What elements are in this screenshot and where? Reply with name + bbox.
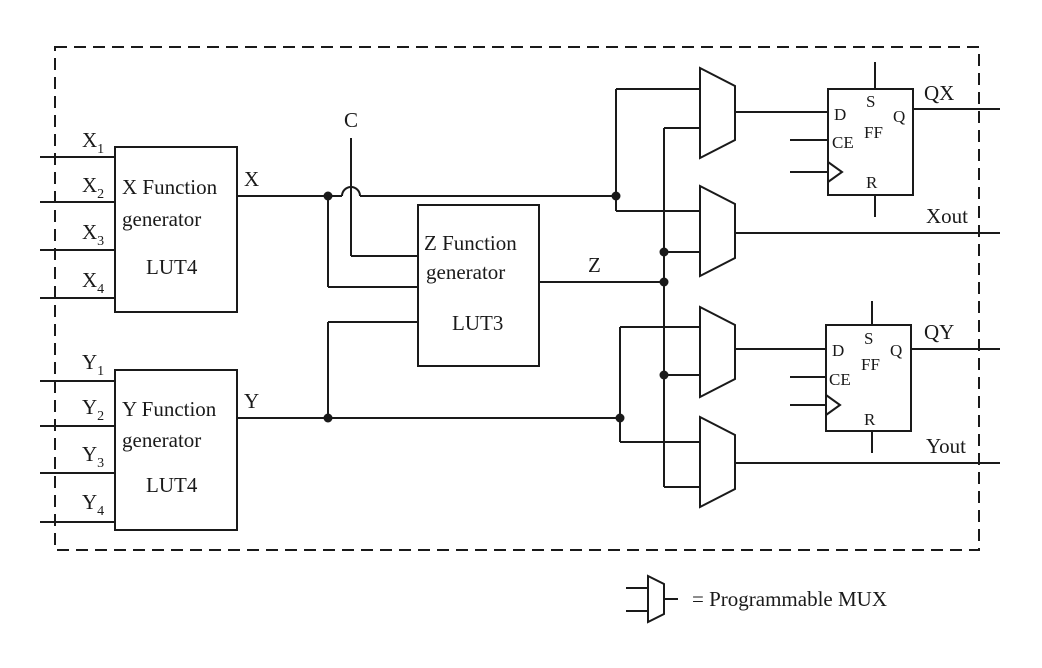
ff-top: D S Q CE FF R — [790, 62, 1000, 217]
ff-bottom-ce: CE — [829, 370, 851, 389]
x4-label: X4 — [82, 268, 104, 297]
z-function-subtitle: generator — [426, 260, 505, 284]
legend: = Programmable MUX — [626, 574, 887, 624]
junction-z-3 — [659, 370, 669, 380]
clb-boundary — [54, 46, 980, 551]
legend-mux-symbol — [647, 574, 665, 624]
junction-x-1 — [323, 191, 333, 201]
ff-top-box — [827, 88, 914, 196]
signal-c-label: C — [344, 108, 358, 132]
y-function-generator: Y Function generator LUT4 — [114, 369, 238, 531]
ff-top-ce: CE — [832, 133, 854, 152]
ff-top-s: S — [866, 92, 875, 111]
y-function-type: LUT4 — [146, 473, 198, 497]
ff-bottom-q: Q — [890, 341, 902, 360]
mux-2 — [699, 184, 736, 278]
signal-y-net: Y — [237, 321, 700, 443]
y-function-title: Y Function — [122, 397, 217, 421]
junction-z-2 — [659, 277, 669, 287]
junction-x-2 — [611, 191, 621, 201]
x-function-box — [114, 146, 238, 313]
output-qy-label: QY — [924, 320, 954, 344]
ff-bottom: D S Q CE FF R — [790, 301, 1000, 453]
z-function-generator: Z Function generator LUT3 — [417, 204, 540, 367]
ff-top-clock-symbol — [827, 161, 844, 183]
y2-label: Y2 — [82, 395, 104, 424]
output-qx-label: QX — [924, 81, 954, 105]
y1-label: Y1 — [82, 350, 104, 379]
signal-y-label: Y — [244, 389, 259, 413]
y3-label: Y3 — [82, 442, 104, 471]
y-function-box — [114, 369, 238, 531]
legend-text: = Programmable MUX — [692, 587, 887, 611]
ff-bottom-r: R — [864, 410, 876, 429]
mux-1 — [699, 66, 736, 160]
output-yout-label: Yout — [926, 434, 966, 458]
y-inputs: Y1 Y2 Y3 Y4 — [40, 350, 115, 523]
junction-y-1 — [323, 413, 333, 423]
y4-label: Y4 — [82, 490, 104, 519]
ff-bottom-clock-symbol — [825, 394, 842, 416]
z-function-type: LUT3 — [452, 311, 503, 335]
junction-z-1 — [659, 247, 669, 257]
x-function-title: X Function — [122, 175, 218, 199]
ff-bottom-ff: FF — [861, 355, 880, 374]
mux-group — [699, 66, 736, 509]
x-function-subtitle: generator — [122, 207, 201, 231]
output-xout-label: Xout — [926, 204, 968, 228]
z-function-box — [417, 204, 540, 367]
y-function-subtitle: generator — [122, 428, 201, 452]
signal-z-label: Z — [588, 253, 601, 277]
signal-z-net: Z — [539, 127, 700, 488]
ff-bottom-s: S — [864, 329, 873, 348]
x-function-generator: X Function generator LUT4 — [114, 146, 238, 313]
ff-top-q: Q — [893, 107, 905, 126]
ff-bottom-d: D — [832, 341, 844, 360]
x-inputs: X1 X2 X3 X4 — [40, 128, 115, 299]
signal-x-label: X — [244, 167, 259, 191]
signal-c-net: C — [344, 108, 418, 257]
junction-y-2 — [615, 413, 625, 423]
x1-label: X1 — [82, 128, 104, 157]
x3-label: X3 — [82, 220, 104, 249]
mux-4 — [699, 415, 736, 509]
z-function-title: Z Function — [424, 231, 517, 255]
x2-label: X2 — [82, 173, 104, 202]
x-function-type: LUT4 — [146, 255, 198, 279]
ff-top-d: D — [834, 105, 846, 124]
ff-top-r: R — [866, 173, 878, 192]
mux-3 — [699, 305, 736, 399]
signal-x-net: X — [237, 88, 700, 288]
ff-bottom-box — [825, 324, 912, 432]
ff-top-ff: FF — [864, 123, 883, 142]
